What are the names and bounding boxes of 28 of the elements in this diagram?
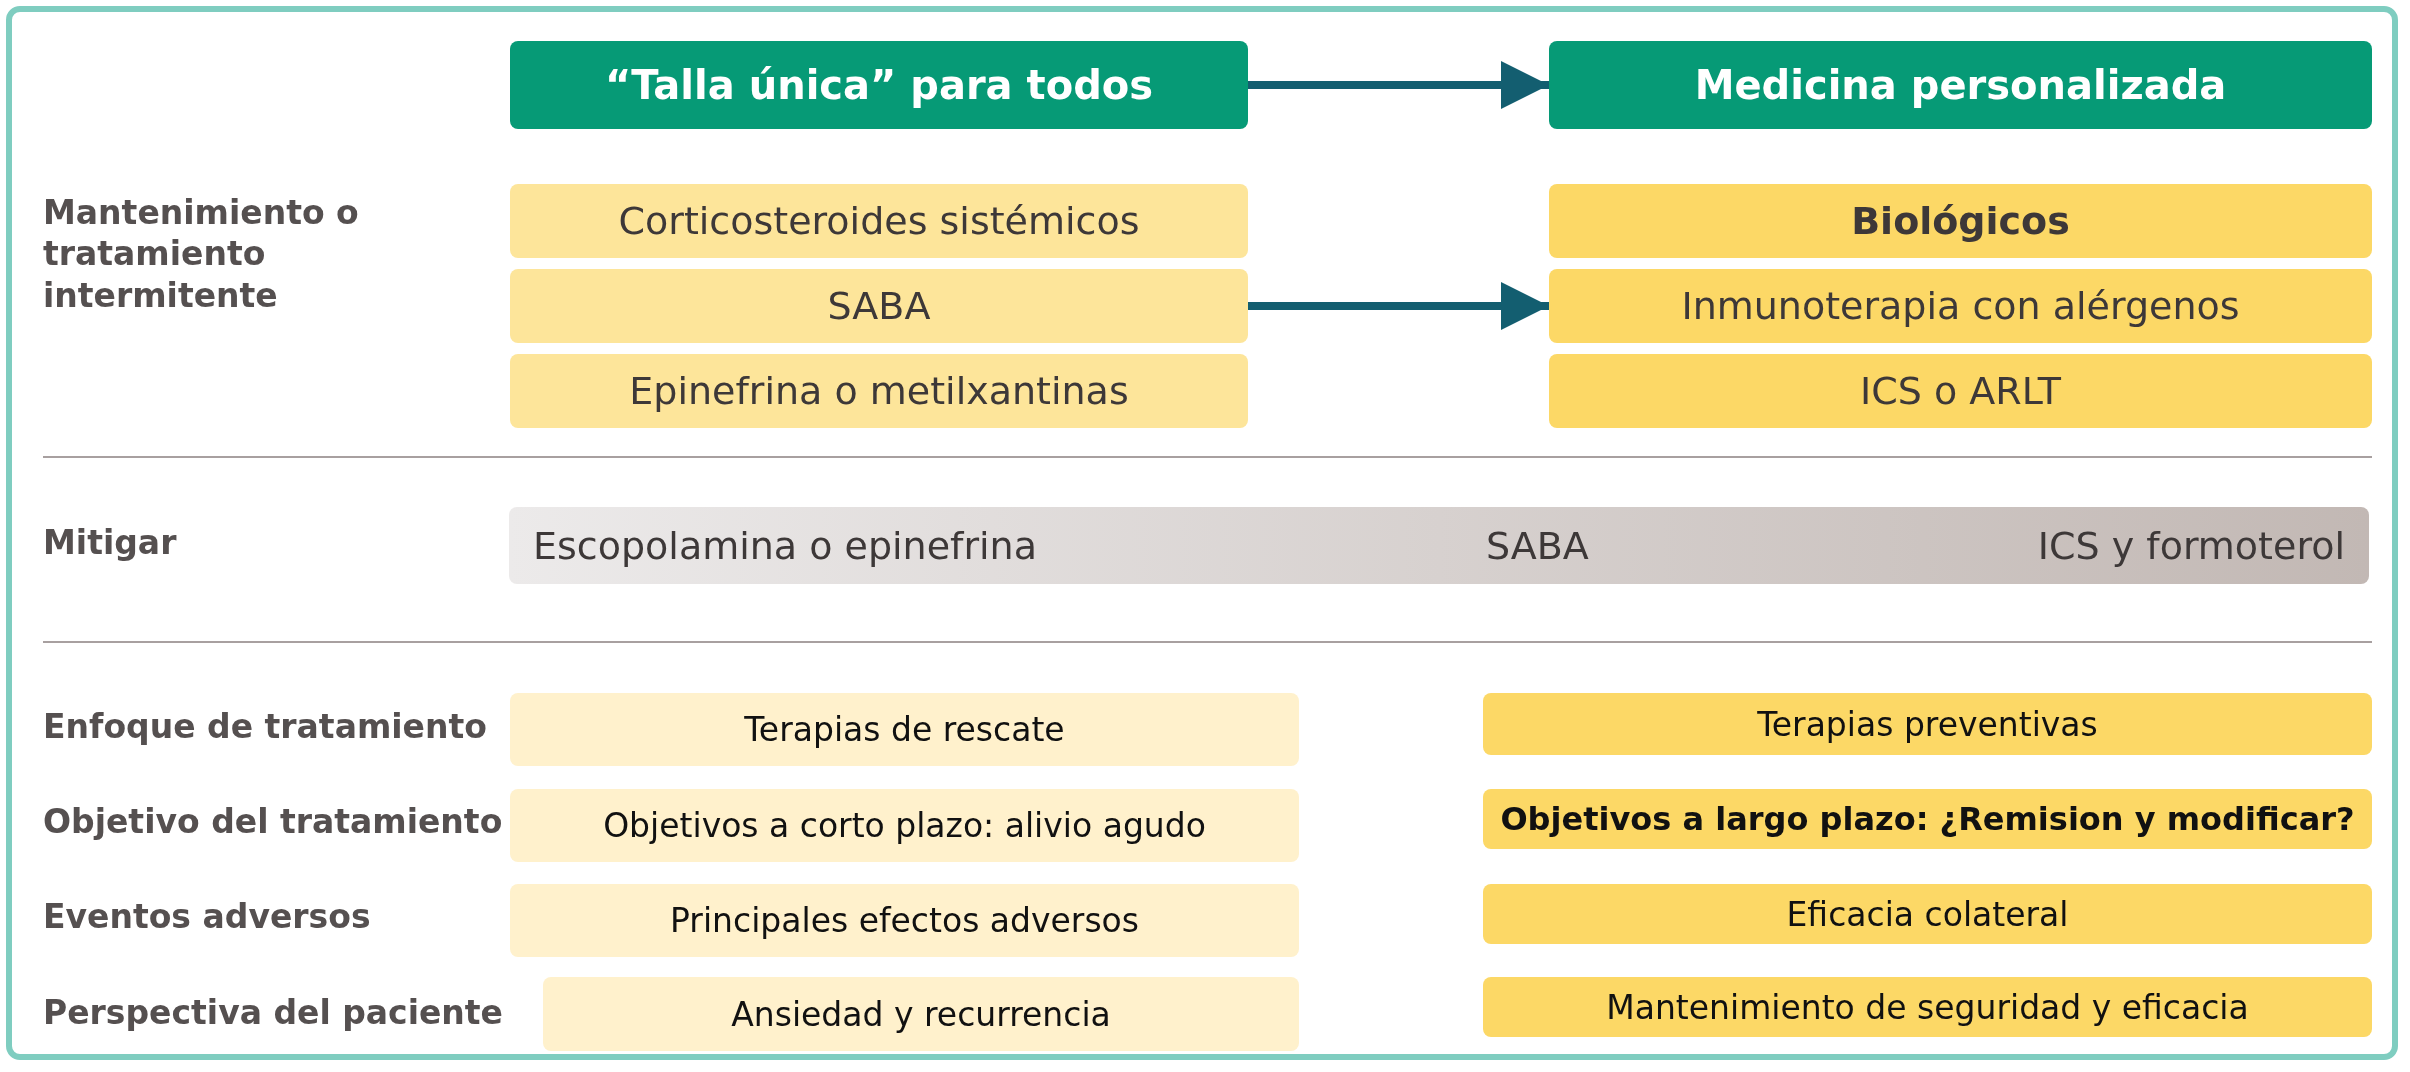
bar-text: SABA [1485, 523, 1589, 568]
treatment-box: ICS o ARLT [1549, 354, 2372, 428]
header-box: Medicina personalizada [1549, 41, 2372, 129]
row-label: Enfoque de tratamiento [43, 706, 487, 748]
gradient-bar [509, 507, 2369, 584]
approach-box: Objetivos a corto plazo: alivio agudo [510, 789, 1299, 862]
treatment-box: Biológicos [1549, 184, 2372, 258]
bar-text: ICS y formoterol [2037, 523, 2345, 568]
treatment-box: Corticosteroides sistémicos [510, 184, 1248, 258]
header-box: “Talla única” para todos [510, 41, 1248, 129]
row-label: Mitigar [43, 522, 177, 564]
approach-box: Objetivos a largo plazo: ¿Remision y modificar? [1483, 789, 2372, 849]
approach-box: Eficacia colateral [1483, 884, 2372, 944]
approach-box: Principales efectos adversos [510, 884, 1299, 957]
treatment-box: Inmunoterapia con alérgenos [1549, 269, 2372, 343]
approach-box: Terapias preventivas [1483, 693, 2372, 755]
approach-box: Ansiedad y recurrencia [543, 977, 1299, 1051]
row-label: Eventos adversos [43, 896, 371, 938]
treatment-box: SABA [510, 269, 1248, 343]
approach-box: Mantenimiento de seguridad y eficacia [1483, 977, 2372, 1037]
row-label: Objetivo del tratamiento [43, 801, 503, 843]
row-label: Mantenimiento o tratamiento intermitente [43, 192, 360, 316]
treatment-box: Epinefrina o metilxantinas [510, 354, 1248, 428]
row-label: Perspectiva del paciente [43, 992, 503, 1034]
bar-text: Escopolamina o epinefrina [533, 523, 1037, 568]
approach-box: Terapias de rescate [510, 693, 1299, 766]
arrow [1248, 282, 1549, 330]
arrow [1248, 61, 1549, 109]
